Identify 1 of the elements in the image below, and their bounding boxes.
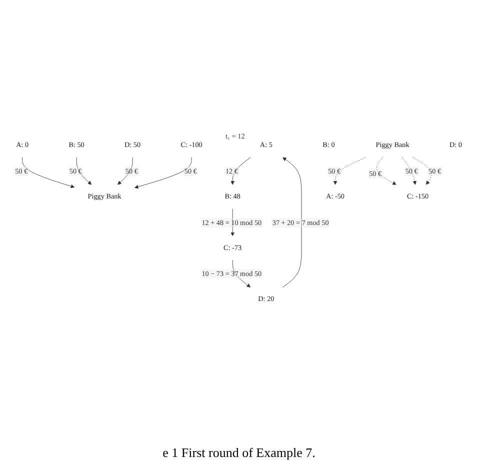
figure-caption: e 1 First round of Example 7. <box>162 444 316 462</box>
